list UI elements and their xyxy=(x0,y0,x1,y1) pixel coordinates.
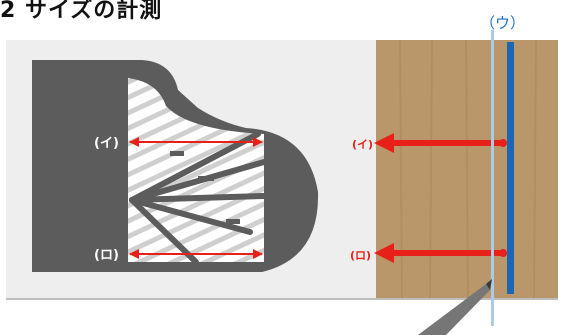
piano-struts xyxy=(170,151,240,224)
guide-line xyxy=(491,30,494,326)
ruler-line xyxy=(507,42,514,294)
ruler-label-u: （ウ） xyxy=(480,14,526,32)
page-title: 2 サイズの計測 xyxy=(0,0,163,23)
board-label-ro: (ロ) xyxy=(350,249,371,262)
piano-soundboard xyxy=(128,78,264,262)
pencil-icon xyxy=(418,279,492,335)
piano-label-i: (イ) xyxy=(94,136,119,151)
board-measure-arrow-ro xyxy=(374,243,507,263)
board-measure-arrow-i xyxy=(374,133,507,153)
board-label-i: (イ) xyxy=(352,138,373,151)
piano-label-ro: (ロ) xyxy=(94,248,119,263)
